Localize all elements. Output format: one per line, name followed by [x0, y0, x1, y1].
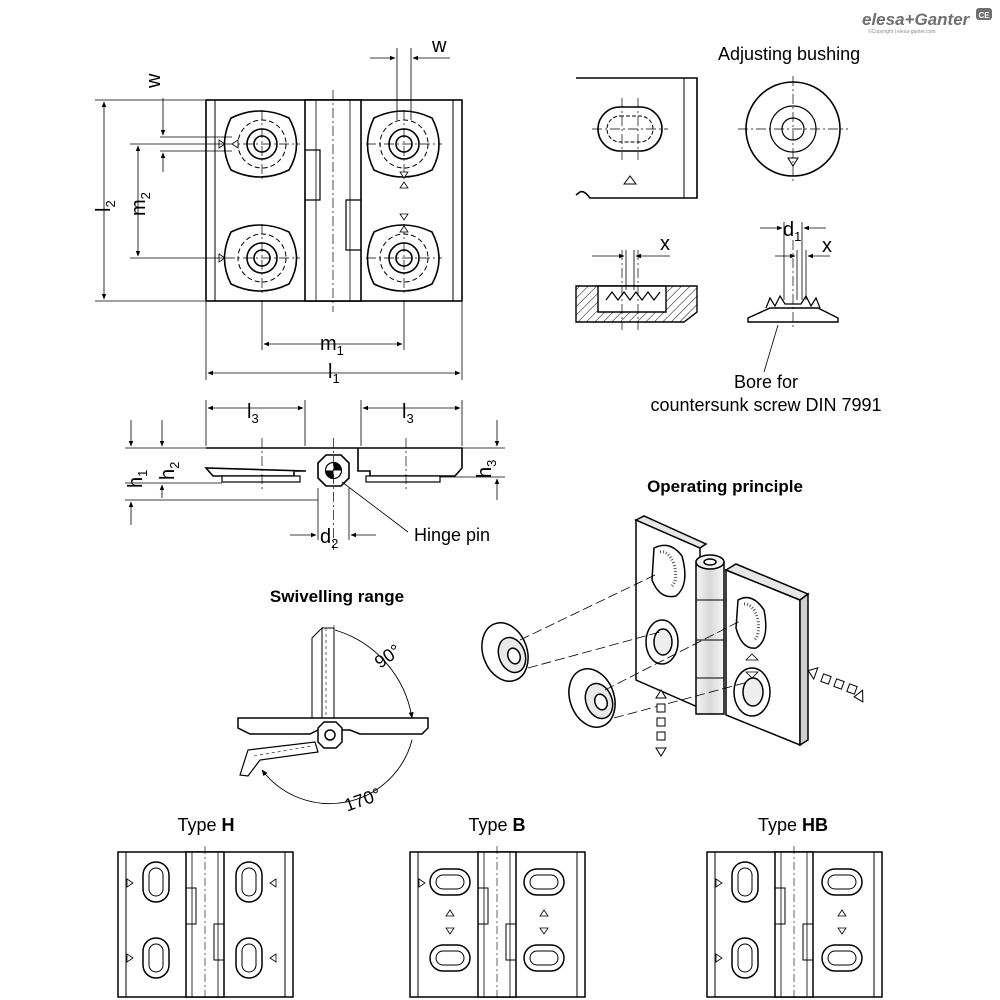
title-adjusting-bushing: Adjusting bushing	[718, 44, 860, 64]
label-l1: l1	[328, 361, 340, 386]
type-b-drawing	[409, 846, 586, 1000]
type-h-label: Type H	[177, 815, 234, 835]
type-b-label: Type B	[468, 815, 525, 835]
front-view	[205, 90, 463, 312]
type-hb-label: Type HB	[758, 815, 828, 835]
label-x-left: x	[660, 233, 670, 255]
label-h3: h3	[474, 460, 499, 478]
label-l2: l2	[93, 200, 118, 212]
bushing-round-view	[738, 76, 848, 182]
label-angle-170: 170°	[342, 784, 384, 816]
label-w-top: w	[431, 35, 447, 57]
label-bore-line1: Bore for	[734, 372, 798, 392]
label-d1: d1	[783, 219, 801, 244]
ce-badge: CE	[978, 11, 990, 20]
front-view-dimensions	[95, 48, 463, 380]
bushing-dimensions	[592, 222, 830, 373]
brand-name: elesa+Ganter	[862, 10, 971, 29]
label-l3-left: l3	[247, 401, 259, 426]
bushing-plate-view	[575, 77, 698, 199]
ce-badge-icon	[976, 8, 992, 20]
bushing-section-left	[575, 250, 698, 330]
brand-logo: elesa+Ganter CE ©Copyright | elesa-gante…	[862, 8, 992, 35]
bushing-section-right	[747, 240, 839, 330]
label-angle-90: 90°	[371, 640, 405, 672]
label-w-left: w	[143, 73, 165, 89]
label-hinge-pin: Hinge pin	[414, 525, 490, 545]
side-view-dimensions	[125, 400, 505, 540]
label-m1: m1	[320, 333, 344, 358]
type-hb-drawing	[706, 846, 883, 1000]
label-d2: d2	[320, 526, 338, 551]
label-m2: m2	[128, 192, 153, 216]
swivelling-range-diagram	[237, 625, 429, 805]
brand-copyright: ©Copyright | elesa-ganter.com	[868, 28, 936, 35]
title-operating-principle: Operating principle	[647, 477, 803, 496]
type-h-drawing	[117, 846, 294, 1000]
label-l3-right: l3	[402, 401, 414, 426]
title-swivelling-range: Swivelling range	[270, 587, 404, 606]
operating-principle-iso	[481, 515, 864, 757]
side-view	[204, 438, 463, 550]
label-h1: h1	[125, 470, 150, 488]
label-x-right: x	[822, 235, 832, 257]
label-bore-line2: countersunk screw DIN 7991	[650, 395, 881, 415]
label-h2: h2	[157, 462, 182, 480]
